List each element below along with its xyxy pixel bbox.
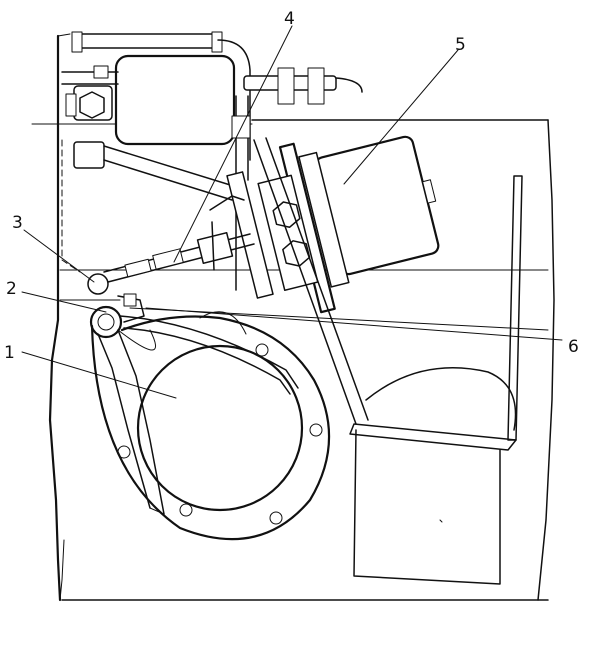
slack-adjuster: [87, 273, 145, 339]
leader-3: [23, 229, 95, 283]
diagonal-strut: [253, 137, 369, 425]
leader-5: [343, 49, 459, 185]
callout-1: 1: [4, 343, 15, 363]
brake-drum: [90, 315, 331, 541]
callout-2: 2: [6, 279, 17, 299]
leader-lines: [21, 25, 563, 399]
callout-6: 6: [568, 337, 579, 357]
push-rod: [103, 195, 255, 283]
callout-5: 5: [455, 35, 466, 55]
callouts: 1 2 3 4 5 6: [4, 9, 579, 363]
top-bracket: [71, 31, 251, 161]
leader-2: [21, 291, 107, 313]
leader-4: [173, 25, 293, 263]
reservoir-block: [61, 54, 241, 201]
brake-chamber: [226, 135, 440, 314]
lower-box: [349, 175, 523, 585]
callout-3: 3: [12, 213, 23, 233]
leader-6: [145, 307, 563, 341]
callout-4: 4: [284, 9, 295, 29]
leader-1: [21, 351, 177, 399]
spring-arm: [117, 311, 299, 395]
